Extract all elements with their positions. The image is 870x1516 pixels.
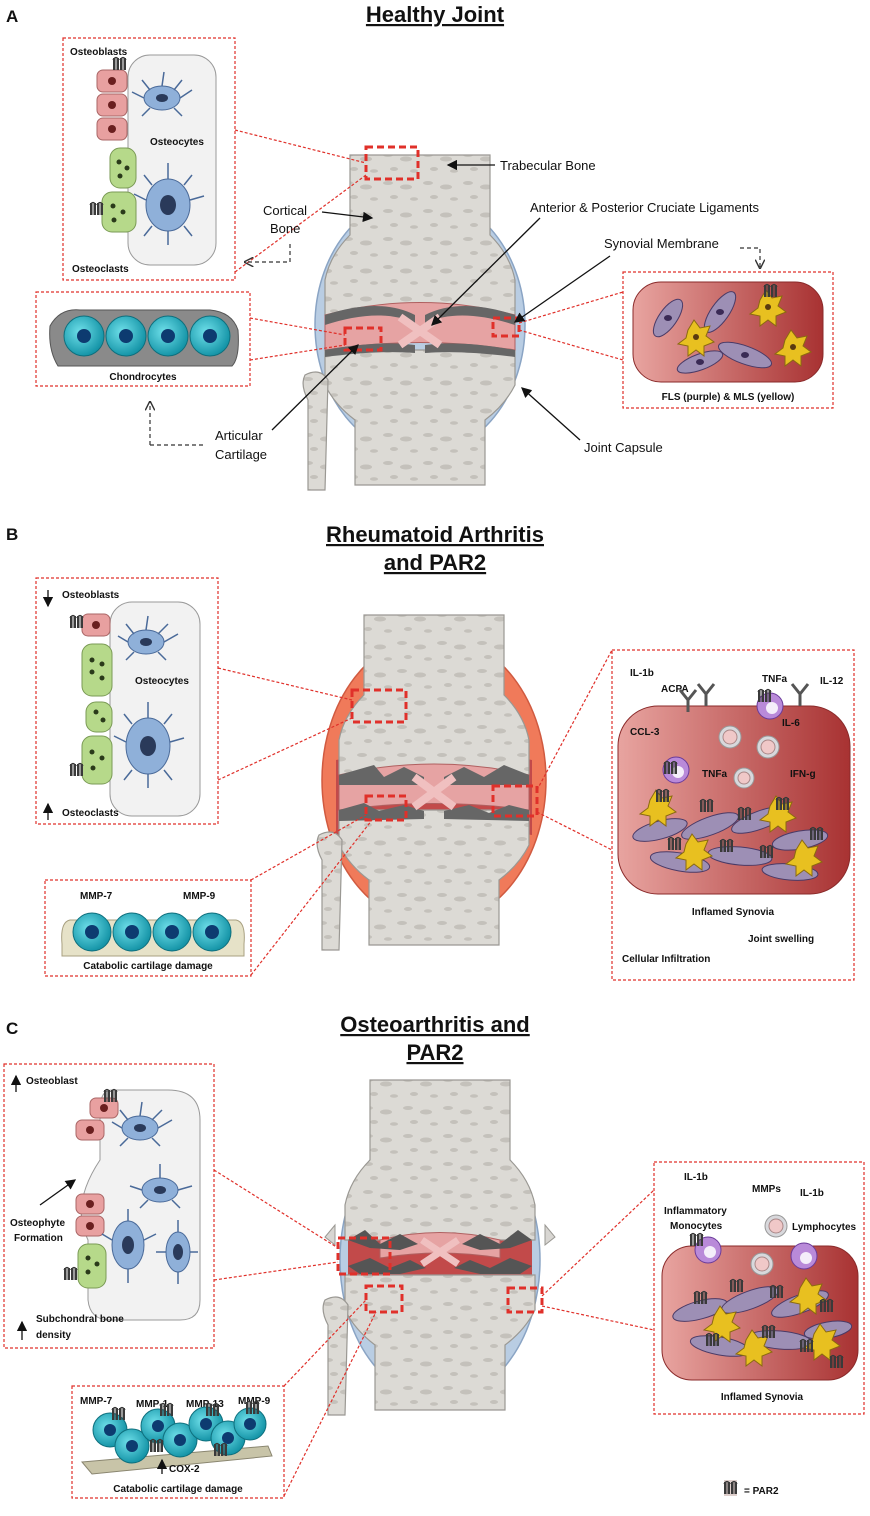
panel-a-title: Healthy Joint <box>366 2 505 27</box>
a-articular-label-1: Articular <box>215 428 263 443</box>
c-fls-mls-cluster <box>672 1277 853 1369</box>
panel-b-title-2: and PAR2 <box>384 550 486 575</box>
c-il1b-label-2: IL-1b <box>800 1188 824 1199</box>
b-osteoclasts-label: Osteoclasts <box>62 808 119 819</box>
b-acpa-label: ACPA <box>661 684 689 695</box>
panel-c-title-1: Osteoarthritis and <box>340 1012 529 1037</box>
b-zoom-bone <box>350 688 408 724</box>
c-osteophyte-label-1: Osteophyte <box>10 1218 65 1229</box>
panel-b-letter: B <box>6 525 18 544</box>
c-cox2-label: COX-2 <box>169 1464 200 1475</box>
a-zoom-cartilage <box>343 326 383 352</box>
a-osteoclast-cells <box>89 147 137 233</box>
a-trabecular-label: Trabecular Bone <box>500 158 596 173</box>
c-joint <box>322 1079 556 1416</box>
c-mmp7-label: MMP-7 <box>80 1396 113 1407</box>
panel-a-letter: A <box>6 7 18 26</box>
b-mmp7-label: MMP-7 <box>80 891 113 902</box>
c-inflammatory-label-2: Monocytes <box>670 1221 723 1232</box>
a-cortical-label-1: Cortical <box>263 203 307 218</box>
a-chondrocyte-box <box>35 291 251 387</box>
b-il12-label: IL-12 <box>820 676 844 687</box>
a-zoom-synovium <box>491 316 521 338</box>
b-osteocytes-label: Osteocytes <box>135 676 189 687</box>
b-infiltration-label: Cellular Infiltration <box>622 954 710 965</box>
b-il6-label: IL-6 <box>782 718 800 729</box>
b-zoom-cartilage <box>364 794 408 822</box>
b-tnfa-label-2: TNFa <box>702 769 727 780</box>
a-mls-cells <box>676 283 813 367</box>
b-fls-mls-cluster <box>632 788 829 881</box>
c-lymphocytes-label: Lymphocytes <box>792 1222 857 1233</box>
c-mmps-label: MMPs <box>752 1184 781 1195</box>
a-cruciate-label: Anterior & Posterior Cruciate Ligaments <box>530 200 760 215</box>
a-chondrocytes-label: Chondrocytes <box>109 372 177 383</box>
c-bone-cell-box <box>3 1063 215 1349</box>
c-zoom-bone <box>336 1236 392 1276</box>
b-inflamed-label: Inflamed Synovia <box>692 907 775 918</box>
c-osteocytes <box>101 1101 198 1284</box>
b-joint <box>316 614 547 951</box>
b-antibodies <box>678 683 810 712</box>
panel-c-letter: C <box>6 1019 18 1038</box>
c-osteoblasts <box>75 1088 119 1237</box>
a-zoom-bone <box>364 145 420 181</box>
c-chondrocytes <box>92 1400 267 1464</box>
b-zoom-synovium <box>491 784 539 818</box>
a-osteocyte-cells <box>131 71 205 245</box>
b-il1b-label: IL-1b <box>630 668 654 679</box>
b-synovium-box <box>611 649 855 981</box>
c-inflammatory-label-1: Inflammatory <box>664 1206 727 1217</box>
a-capsule-label: Joint Capsule <box>584 440 663 455</box>
c-mmp1-label: MMP-1 <box>136 1399 169 1410</box>
a-bone-cell-box <box>62 37 236 281</box>
c-immune-cells <box>689 1214 818 1276</box>
b-osteocytes <box>113 615 185 788</box>
panel-b-title-1: Rheumatoid Arthritis <box>326 522 544 547</box>
b-cartilage-box <box>44 879 252 977</box>
c-zoom-synovium <box>506 1286 544 1314</box>
c-subchondral-label-2: density <box>36 1330 71 1341</box>
a-bone-matrix <box>127 54 217 266</box>
c-osteoclast <box>63 1243 107 1289</box>
par2-legend-label: = PAR2 <box>744 1486 779 1497</box>
a-osteoclasts-label: Osteoclasts <box>72 264 129 275</box>
b-mmp9-label: MMP-9 <box>183 891 216 902</box>
c-cartilage-box <box>71 1385 285 1499</box>
a-synovium-box <box>622 271 834 409</box>
b-osteoblast <box>69 613 111 637</box>
c-synovium-box <box>653 1161 865 1415</box>
a-fls-mls-label: FLS (purple) & MLS (yellow) <box>662 392 795 403</box>
a-articular-label-2: Cartilage <box>215 447 267 462</box>
b-swelling-label: Joint swelling <box>748 934 814 945</box>
a-chondrocytes <box>63 315 231 357</box>
b-catabolic-label: Catabolic cartilage damage <box>83 961 213 972</box>
c-mmp13-label: MMP-13 <box>186 1399 224 1410</box>
c-subchondral-label-1: Subchondral bone <box>36 1314 124 1325</box>
a-osteoblasts-label: Osteoblasts <box>70 47 128 58</box>
a-femoral-cartilage <box>325 306 415 325</box>
b-tnfa-label-1: TNFa <box>762 674 787 685</box>
a-cortical-label-2: Bone <box>270 221 300 236</box>
b-ifng-label: IFN-g <box>790 769 816 780</box>
b-osteoblasts-label: Osteoblasts <box>62 590 120 601</box>
b-osteoclasts <box>69 643 113 785</box>
c-osteophyte-label-2: Formation <box>14 1233 63 1244</box>
c-catabolic-label: Catabolic cartilage damage <box>113 1484 243 1495</box>
c-zoom-cartilage <box>364 1284 404 1314</box>
a-osteocytes-label: Osteocytes <box>150 137 204 148</box>
a-synovial-label: Synovial Membrane <box>604 236 719 251</box>
a-osteoblast-stack <box>96 56 128 141</box>
c-inflamed-label: Inflamed Synovia <box>721 1392 804 1403</box>
panel-c-title-2: PAR2 <box>406 1040 463 1065</box>
par2-legend <box>723 1480 738 1496</box>
b-chondrocytes <box>72 912 232 952</box>
c-osteoblast-label: Osteoblast <box>26 1076 78 1087</box>
b-ccl3-label: CCL-3 <box>630 727 660 738</box>
c-il1b-label-1: IL-1b <box>684 1172 708 1183</box>
b-immune-cells <box>662 688 784 789</box>
a-joint <box>302 154 526 491</box>
b-bone-cell-box <box>35 577 219 825</box>
